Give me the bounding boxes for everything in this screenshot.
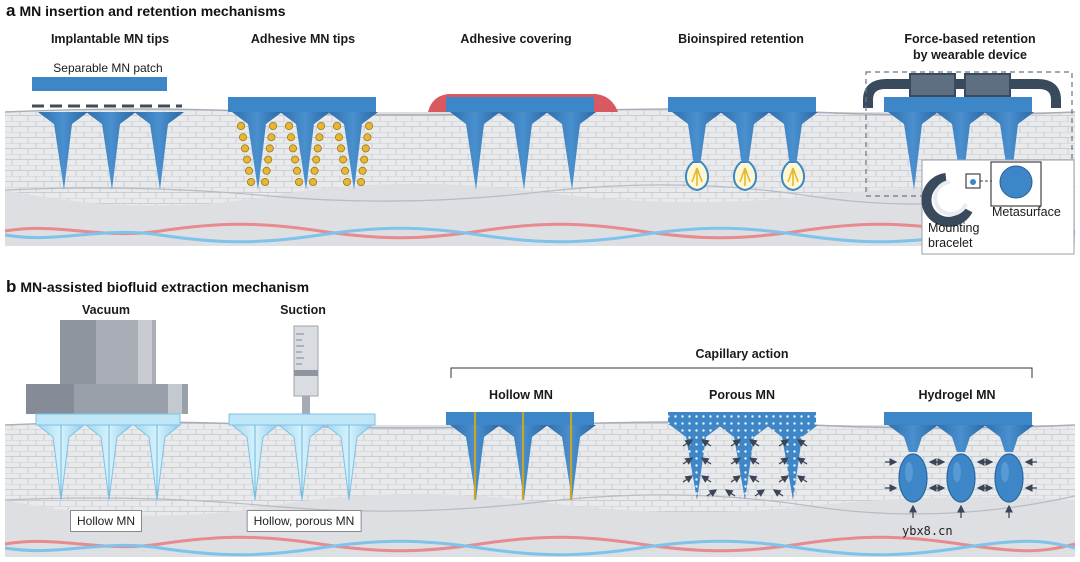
force-based-group — [863, 71, 1075, 255]
vacuum-label: Vacuum — [82, 303, 130, 317]
metasurface-label: Metasurface — [992, 205, 1061, 219]
suction-label: Suction — [280, 303, 326, 317]
force-based-label: Force-based retention by wearable device — [880, 31, 1060, 63]
separable-patch-bar — [32, 77, 167, 91]
porous-label: Porous MN — [709, 388, 775, 402]
hollow-label: Hollow MN — [489, 388, 553, 402]
implantable-mn-group — [32, 77, 184, 190]
panel-b-letter: b — [6, 277, 17, 296]
implantable-needles — [38, 112, 184, 190]
hollow-porous-box: Hollow, porous MN — [246, 510, 362, 532]
mounting-label-line2: bracelet — [928, 236, 973, 250]
panel-b-title-text: MN-assisted biofluid extraction mechanis… — [20, 279, 310, 295]
bioinspired-label: Bioinspired retention — [678, 32, 804, 46]
mounting-label-line1: Mounting — [928, 221, 980, 235]
mounting-bracelet-label: Mounting bracelet — [928, 221, 979, 251]
force-based-label-line2: by wearable device — [913, 48, 1027, 62]
adhesive-covering-group — [428, 94, 618, 190]
hydrogel-label: Hydrogel MN — [918, 388, 996, 402]
bracelet-ring — [921, 173, 973, 227]
porous-mn-group — [668, 412, 818, 500]
panel-a-title-text: MN insertion and retention mechanisms — [19, 3, 286, 19]
watermark: ybx8.cn — [902, 524, 953, 538]
suction-device — [228, 325, 376, 501]
implantable-label: Implantable MN tips — [50, 32, 170, 46]
metasurface-circle — [999, 165, 1033, 199]
adhesive-tips-group — [228, 97, 378, 190]
panel-a-letter: a — [6, 1, 16, 20]
capillary-bracket — [450, 367, 1033, 378]
hollow-mn-box: Hollow MN — [69, 510, 143, 532]
hydrogel-mn-group — [884, 412, 1037, 518]
capillary-label: Capillary action — [695, 347, 789, 361]
hollow-mn-group — [446, 412, 596, 500]
adhesive-tips-label: Adhesive MN tips — [250, 32, 356, 46]
bioinspired-group — [668, 97, 818, 192]
separable-patch-label: Separable MN patch — [53, 61, 163, 75]
force-based-label-line1: Force-based retention — [904, 32, 1036, 46]
adhesive-covering-label: Adhesive covering — [460, 32, 572, 46]
vacuum-device — [26, 320, 188, 501]
